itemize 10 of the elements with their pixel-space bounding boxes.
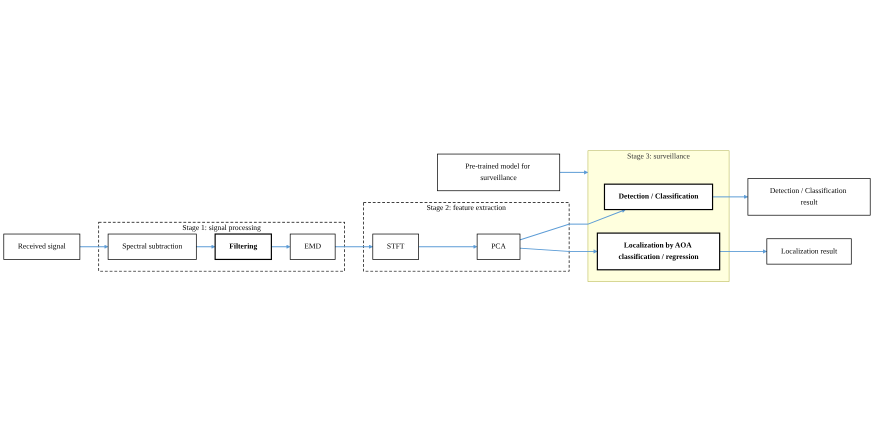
arrow (712, 194, 748, 199)
arrow (270, 244, 290, 249)
arrow (418, 244, 478, 249)
arrow (520, 248, 598, 254)
arrow (334, 244, 373, 249)
arrow (79, 244, 108, 249)
arrow (719, 249, 768, 254)
arrow (196, 244, 216, 249)
arrow (520, 208, 626, 240)
arrow (559, 170, 588, 174)
